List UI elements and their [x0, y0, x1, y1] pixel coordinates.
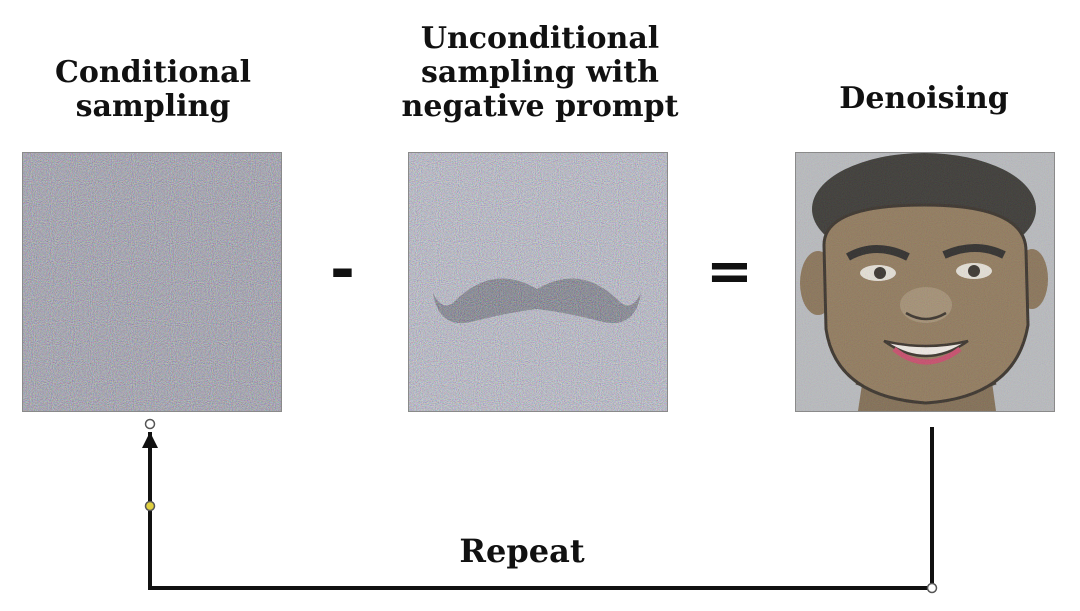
- denoised-face-image: [796, 153, 1054, 411]
- line-corner-handle[interactable]: [926, 582, 938, 594]
- unconditional-sampling-label: Unconditional sampling with negative pro…: [401, 21, 679, 124]
- unconditional-sample-image: [408, 152, 668, 412]
- conditional-sample-image: [22, 152, 282, 412]
- arrow-head-icon: [142, 432, 158, 448]
- repeat-label: Repeat: [459, 532, 585, 570]
- line-midpoint-handle[interactable]: [144, 500, 156, 512]
- line-endpoint-handle[interactable]: [144, 418, 156, 430]
- equals-operator: =: [706, 239, 753, 304]
- denoised-image: [795, 152, 1055, 412]
- denoising-label: Denoising: [839, 81, 1009, 116]
- noisy-mustache-image: [409, 153, 667, 411]
- minus-operator: -: [330, 235, 355, 305]
- noisy-face-with-mustache-image: [23, 153, 281, 411]
- conditional-sampling-label: Conditional sampling: [55, 55, 251, 124]
